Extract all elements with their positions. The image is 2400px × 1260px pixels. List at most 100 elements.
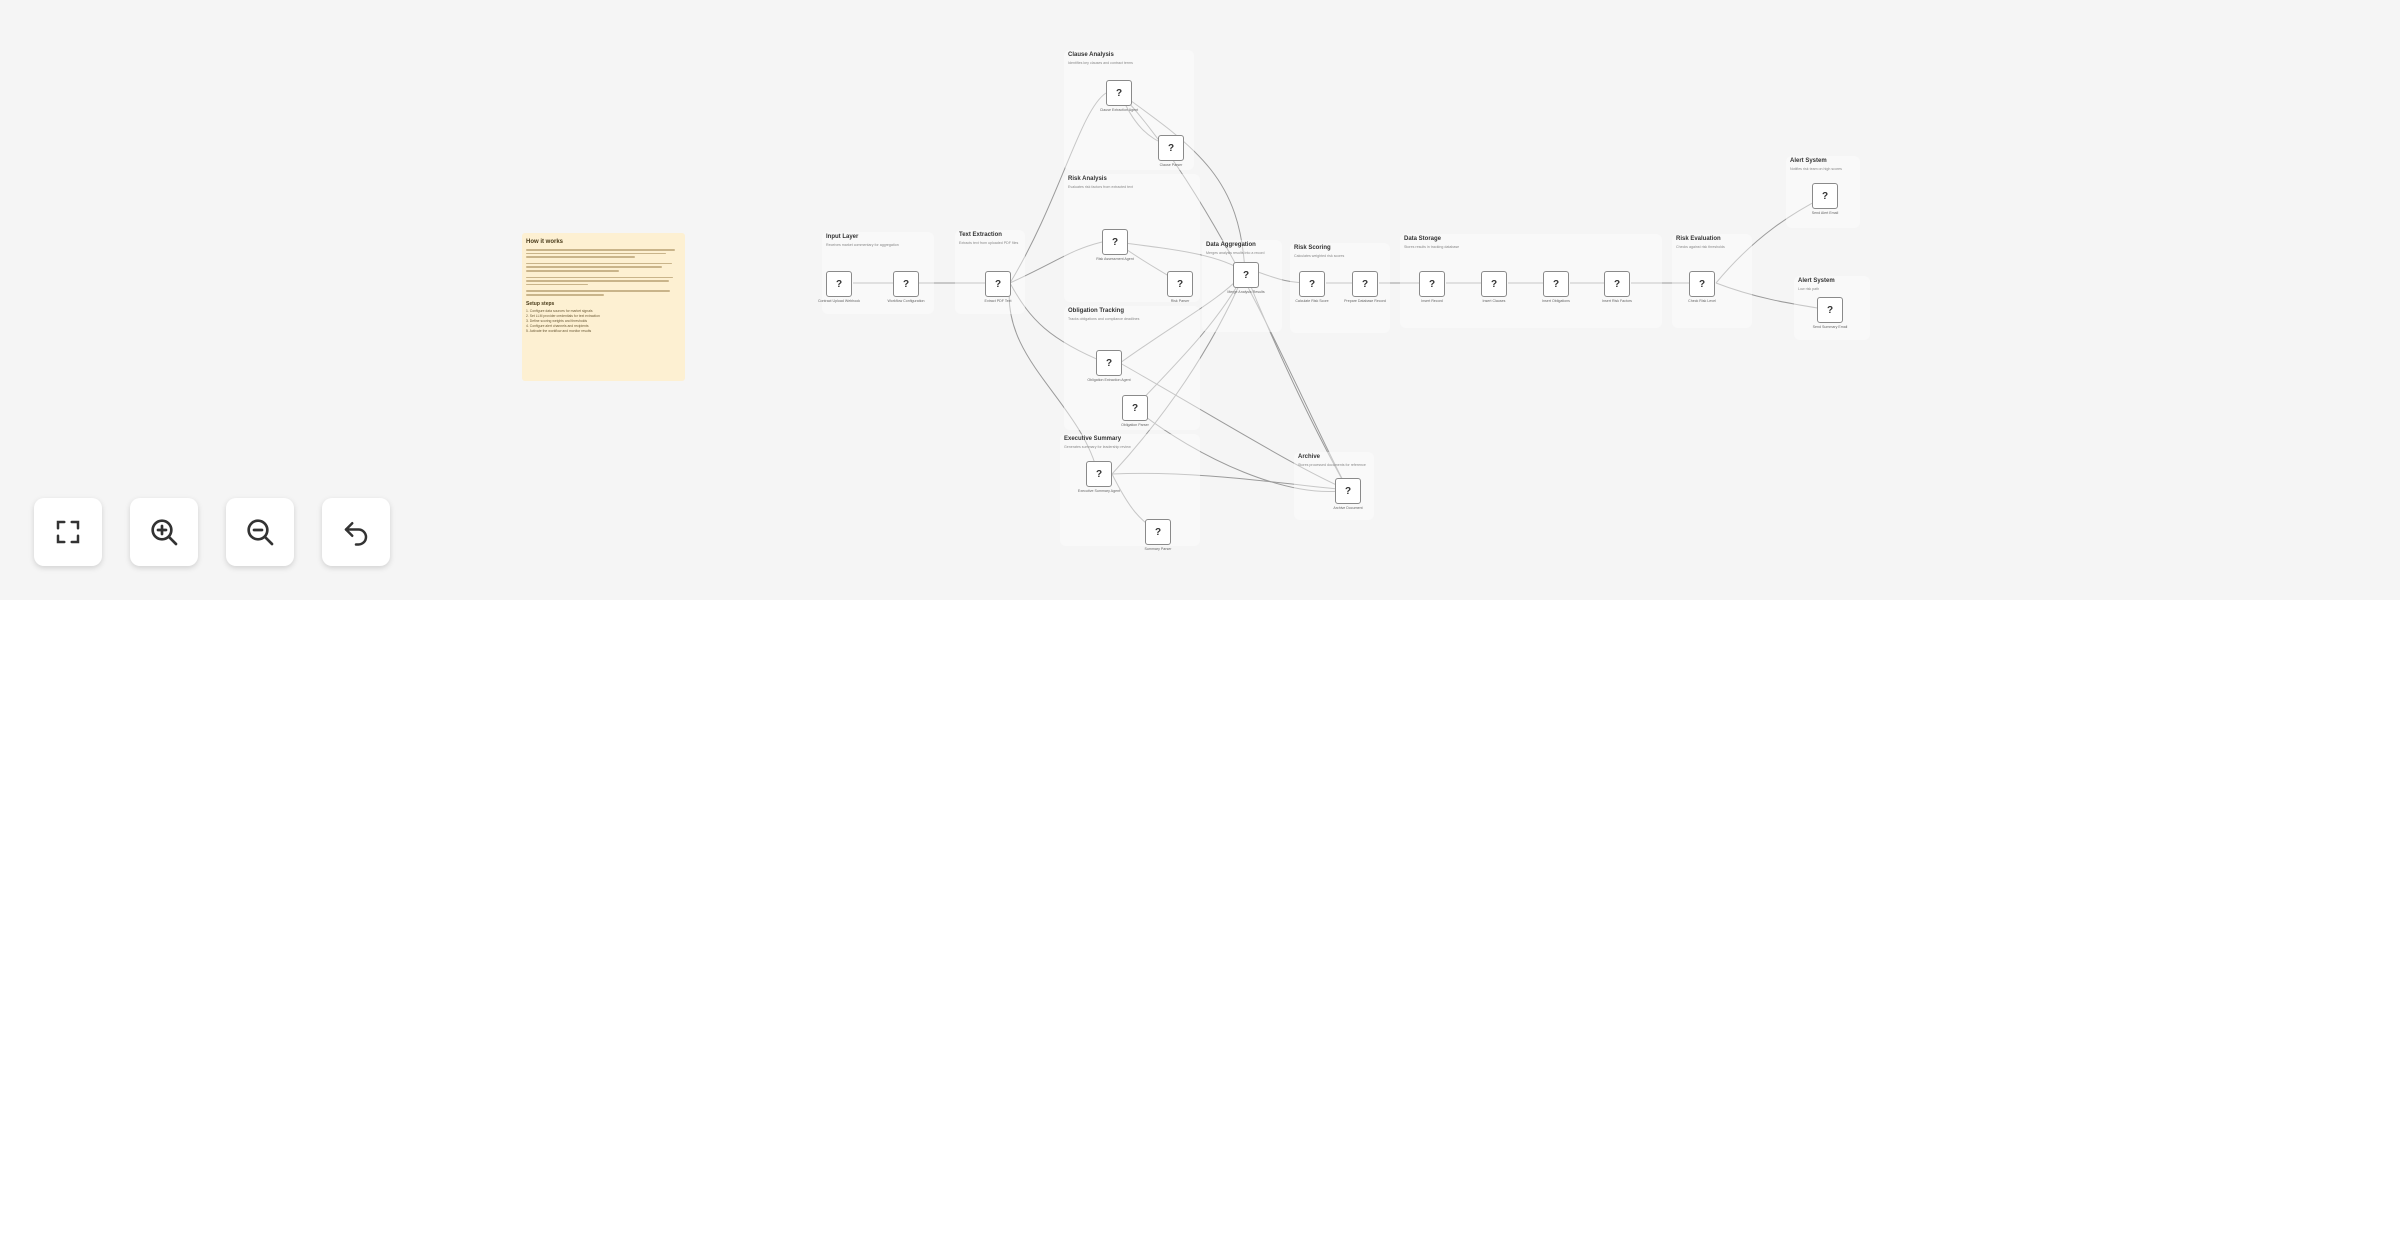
note-step: 1. Configure data sources for market sig… [526,308,593,313]
node-label: Obligation Extraction Agent [1087,378,1131,382]
node-label: Insert Obligations [1542,299,1570,303]
node-label: Send Summary Email [1812,325,1848,329]
workflow-node-unknown[interactable]: ? [1167,271,1193,297]
group-alert-system-high[interactable]: Alert System Notifies risk team on high … [1786,156,1860,228]
edge [1133,407,1349,492]
zoom-out-icon [247,519,274,546]
node-label: Archive Document [1333,506,1363,510]
node-label: Insert Record [1421,299,1443,303]
workflow-node-unknown[interactable]: ? [1086,461,1112,487]
group-title: Clause Analysis [1068,52,1114,58]
workflow-node-unknown[interactable]: ? [1481,271,1507,297]
workflow-canvas[interactable]: How it works Setup steps 1. Configure da… [0,0,2400,600]
node-label: Calculate Risk Score [1295,299,1329,303]
note-step: 4. Configure alert channels and recipien… [526,324,589,329]
workflow-node-unknown[interactable]: ? [1106,80,1132,106]
workflow-node-unknown[interactable]: ? [1543,271,1569,297]
group-title: Archive [1298,454,1321,460]
group-title: Obligation Tracking [1068,308,1125,314]
group-description: Receives market commentary for aggregati… [826,243,899,247]
workflow-node-unknown[interactable]: ? [1352,271,1378,297]
workflow-node-unknown[interactable]: ? [1122,395,1148,421]
group-description: Low risk path [1798,287,1820,291]
zoom-out-button[interactable] [226,498,294,566]
group-title: Text Extraction [959,232,1002,238]
edge [1008,282,1099,475]
workflow-node-unknown[interactable]: ? [985,271,1011,297]
edge [1244,271,1349,491]
note-step: 2. Set LLM provider credentials for text… [526,313,600,318]
group-executive-summary[interactable]: Executive Summary Generates summary for … [1060,434,1200,546]
node-label: Extract PDF Text [984,299,1012,303]
node-label: Send Alert Email [1811,211,1839,215]
group-title: Risk Analysis [1068,176,1107,182]
node-label: Clause Parser [1159,163,1183,167]
edge [1111,271,1246,475]
note-setup-title: Setup steps [526,300,555,307]
fullscreen-icon [56,520,80,544]
workflow-node-unknown[interactable]: ? [1604,271,1630,297]
group-title: Risk Evaluation [1676,236,1721,242]
workflow-node-unknown[interactable]: ? [1299,271,1325,297]
node-label: Insert Clauses [1482,299,1506,303]
group-title: Alert System [1798,278,1835,284]
group-description: Calculates weighted risk scores [1294,254,1345,258]
node-label: Obligation Parser [1121,423,1149,427]
workflow-node-unknown[interactable]: ? [1233,262,1259,288]
workflow-node-unknown[interactable]: ? [1419,271,1445,297]
node-label: Executive Summary Agent [1077,489,1121,493]
note-step: 5. Activate the workflow and monitor res… [526,329,592,334]
node-label: Risk Assessment Agent [1096,257,1134,261]
edge [1111,472,1349,491]
reset-button[interactable] [322,498,390,566]
group-archive[interactable]: Archive Stores processed documents for r… [1294,452,1374,520]
sticky-note[interactable]: How it works Setup steps 1. Configure da… [522,233,685,381]
edge [1009,92,1107,284]
group-title: Risk Scoring [1294,245,1331,251]
group-title: Data Aggregation [1206,242,1256,248]
node-label: Check Risk Level [1688,299,1716,303]
workflow-node-unknown[interactable]: ? [1817,297,1843,323]
undo-icon [344,522,368,546]
group-description: Merges analysis results into a record [1206,251,1265,255]
workflow-node-unknown[interactable]: ? [826,271,852,297]
group-description: Checks against risk thresholds [1676,245,1725,249]
node-label: Prepare Database Record [1344,299,1386,303]
group-description: Extracts text from uploaded PDF files [959,241,1019,245]
node-label: Workflow Configuration [887,299,925,303]
node-label: Contract Upload Webhook [817,299,861,303]
group-description: Tracks obligations and compliance deadli… [1068,317,1140,321]
edge [1009,241,1103,284]
group-title: Alert System [1790,158,1827,164]
fit-view-button[interactable] [34,498,102,566]
zoom-in-icon [151,519,178,546]
zoom-in-button[interactable] [130,498,198,566]
node-label: Insert Risk Factors [1602,299,1632,303]
group-description: Stores processed documents for reference [1298,463,1366,467]
edge [1009,282,1107,364]
node-label: Clause Extraction Agent [1099,108,1139,112]
group-description: Stores results in tracking database [1404,245,1460,249]
group-description: Evaluates risk factors from extracted te… [1068,185,1133,189]
workflow-node-unknown[interactable]: ? [1335,478,1361,504]
workflow-node-unknown[interactable]: ? [1145,519,1171,545]
group-title: Executive Summary [1064,436,1122,442]
workflow-node-unknown[interactable]: ? [1158,135,1184,161]
workflow-node-unknown[interactable]: ? [1102,229,1128,255]
workflow-node-unknown[interactable]: ? [1812,183,1838,209]
edge [1119,362,1349,491]
node-label: Merge Analysis Results [1227,290,1265,294]
workflow-node-unknown[interactable]: ? [1689,271,1715,297]
workflow-node-unknown[interactable]: ? [893,271,919,297]
edge [1133,271,1246,409]
node-label: Summary Parser [1144,547,1172,551]
note-step: 3. Define scoring weights and thresholds [526,318,588,323]
workflow-node-unknown[interactable]: ? [1096,350,1122,376]
group-description: Notifies risk team on high scores [1790,167,1842,171]
edge [1119,92,1246,273]
group-description: Generates summary for leadership review [1064,445,1131,449]
group-title: Input Layer [826,234,859,240]
node-label: Risk Parser [1170,299,1190,303]
group-title: Data Storage [1404,236,1442,242]
note-title: How it works [526,239,564,245]
